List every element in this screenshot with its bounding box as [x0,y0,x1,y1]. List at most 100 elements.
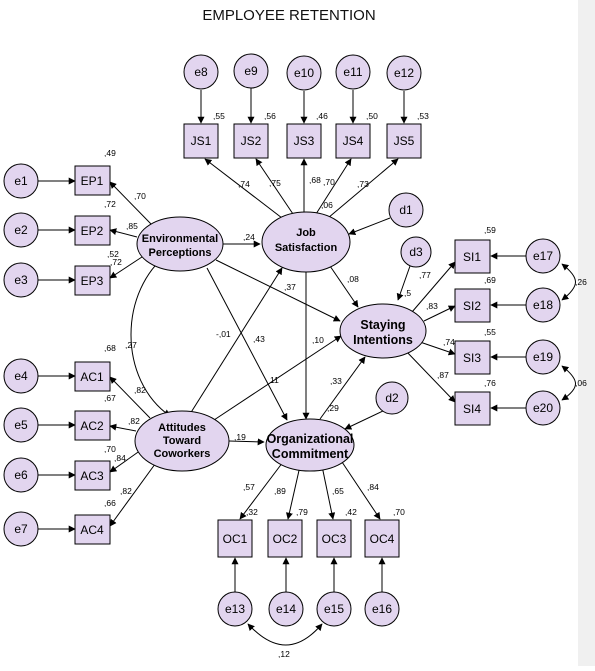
box-ac1 [74,361,111,392]
box-ep3 [74,265,111,296]
loading-si4: ,87 [437,370,449,380]
r2-oc4: ,70 [393,507,405,517]
node-e20 [525,390,561,426]
latent-attitudes-toward-coworkers [134,410,230,472]
cov-value-ep-ac: ,27 [125,340,137,350]
path-ac-si: 11 [270,375,279,385]
diagram-title: EMPLOYEE RETENTION [202,7,375,24]
r2-si2: ,69 [484,275,496,285]
edge-js-si [329,265,359,308]
box-js4 [335,123,371,159]
edge-d2-oc [344,409,386,430]
loading-oc2: ,89 [274,486,286,496]
edge-si-si3 [419,341,456,356]
edge-ep-ep3 [109,254,146,279]
latent-organizational-commitment [265,418,355,472]
label-ep1: EP1 [81,174,104,188]
label-e4: e4 [14,369,28,383]
error-nodes [3,53,561,627]
label-e1: e1 [14,174,28,188]
loading-ac2: ,82 [128,416,140,426]
path-ep-oc: ,43 [253,334,265,344]
label-e17: e17 [533,249,553,263]
label-e16: e16 [372,602,392,616]
label-oc4: OC4 [370,532,395,546]
r2-js: ,06 [321,200,333,210]
loading-ep1: ,70 [134,191,146,201]
latent-oc-line1: Organizational [267,432,354,446]
r2-si: ,5 [404,288,411,298]
node-d1 [388,192,424,228]
loading-oc1: ,57 [243,482,255,492]
r2-ep3: ,52 [107,249,119,259]
path-oc-si: ,33 [330,376,342,386]
label-e8: e8 [194,65,208,79]
edge-ac-js [189,267,283,415]
cov-value-e13-e15: ,12 [278,649,290,659]
label-ac1: AC1 [80,370,104,384]
latent-ep-line1: Environmental [142,233,218,245]
node-e2 [3,212,39,248]
r2-js5: ,53 [417,111,429,121]
label-si4: SI4 [463,402,481,416]
label-si3: SI3 [463,351,481,365]
node-e1 [3,163,39,199]
latent-si-line2: Intentions [353,333,413,347]
error-labels: e1 e2 e3 e4 e5 e6 e7 e8 e9 e10 e11 e12 e… [14,64,553,616]
loading-ac4: ,82 [120,486,132,496]
label-ac2: AC2 [80,419,104,433]
covariance-values: ,27 ,26 ,06 ,12 [125,277,587,659]
label-e3: e3 [14,273,28,287]
box-si1 [454,239,491,274]
box-si4 [454,391,491,426]
box-ac3 [74,460,111,491]
r2-js3: ,46 [316,111,328,121]
r2-oc1: ,32 [246,507,258,517]
label-ep3: EP3 [81,274,104,288]
label-e5: e5 [14,418,28,432]
latent-oc-line2: Commitment [272,447,349,461]
edge-oc-si [319,356,366,420]
label-oc1: OC1 [223,532,248,546]
latent-job-satisfaction [261,211,351,273]
cov-e19-e20 [561,365,576,401]
label-js3: JS3 [294,134,315,148]
edge-ac-ac1 [109,376,151,419]
loading-ac1: ,82 [134,385,146,395]
r2-oc3: ,42 [345,507,357,517]
latent-si-line1: Staying [360,318,405,332]
node-e15 [316,591,352,627]
label-ep2: EP2 [81,224,104,238]
latent-staying-intentions [339,303,427,359]
latent-ac-line2: Toward [163,435,201,447]
loading-values: ,70 ,85 ,72 ,82 ,82 ,84 ,82 ,74 ,75 ,68 … [110,175,455,496]
r2-ep2: ,72 [104,199,116,209]
edge-ac-si [210,335,342,423]
label-si2: SI2 [463,299,481,313]
label-ac3: AC3 [80,469,104,483]
box-si2 [454,288,491,323]
edge-ac-ac4 [109,459,159,527]
box-oc3 [316,519,352,558]
edge-ep-si [215,259,341,322]
loading-js1: ,74 [238,179,250,189]
label-e15: e15 [324,602,344,616]
r2-si1: ,59 [484,225,496,235]
edge-oc-oc3 [321,465,336,520]
label-d1: d1 [399,203,413,217]
label-oc3: OC3 [322,532,347,546]
indicator-boxes [74,123,491,558]
label-e13: e13 [225,602,245,616]
box-js5 [386,123,422,159]
path-js-oc: ,10 [312,335,324,345]
node-e9 [233,53,269,89]
edge-d1-js [348,217,391,235]
box-oc1 [217,519,253,558]
node-e5 [3,407,39,443]
edge-ep-ep1 [109,181,153,226]
label-e10: e10 [294,66,314,80]
label-d3: d3 [409,245,423,259]
r2-oc: ,29 [327,403,339,413]
node-e11 [335,54,371,90]
edge-ep-oc [206,267,288,421]
